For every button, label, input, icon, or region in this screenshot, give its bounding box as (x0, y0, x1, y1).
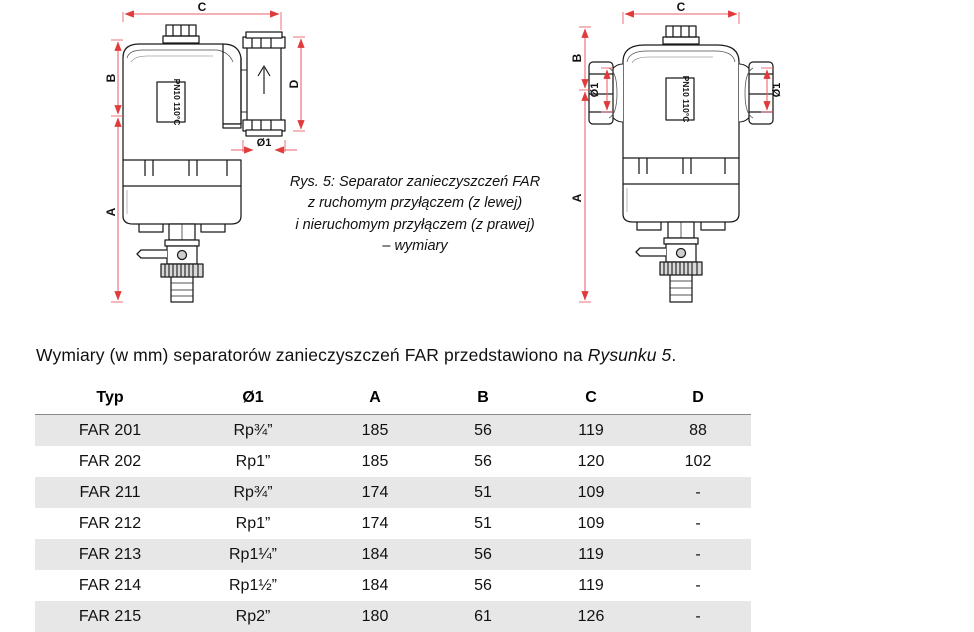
cell-value: 102 (645, 446, 751, 477)
cell-value: Rp1½” (185, 570, 321, 601)
cell-type: FAR 211 (35, 477, 185, 508)
cell-value: 56 (429, 415, 537, 447)
caption-line-1: Rys. 5: Separator zanieczyszczeń FAR (255, 172, 575, 193)
cell-value: Rp1” (185, 446, 321, 477)
cell-value: 185 (321, 446, 429, 477)
cell-value: 126 (537, 601, 645, 632)
cell-value: 120 (537, 446, 645, 477)
svg-text:Ø1: Ø1 (589, 83, 601, 98)
column-header-typ: Typ (35, 385, 185, 415)
cell-value: Rp¾” (185, 415, 321, 447)
intro-paragraph: Wymiary (w mm) separatorów zanieczyszcze… (36, 345, 676, 366)
cell-value: Rp¾” (185, 477, 321, 508)
cell-value: 119 (537, 539, 645, 570)
cell-type: FAR 201 (35, 415, 185, 447)
cell-value: Rp1¼” (185, 539, 321, 570)
cell-value: 56 (429, 446, 537, 477)
cell-type: FAR 202 (35, 446, 185, 477)
svg-text:D: D (287, 79, 301, 88)
cell-value: 180 (321, 601, 429, 632)
svg-text:A: A (105, 207, 118, 216)
cell-value: 109 (537, 508, 645, 539)
cell-value: - (645, 477, 751, 508)
svg-text:B: B (570, 53, 584, 62)
document-page: PN10 110°C (0, 0, 974, 577)
cell-value: 119 (537, 570, 645, 601)
figure-area: PN10 110°C (0, 0, 974, 320)
svg-text:PN10 110°C: PN10 110°C (681, 76, 691, 123)
cell-value: 109 (537, 477, 645, 508)
cell-value: 174 (321, 508, 429, 539)
svg-text:B: B (105, 73, 118, 82)
caption-line-4: – wymiary (255, 236, 575, 257)
cell-value: 56 (429, 570, 537, 601)
figure-caption: Rys. 5: Separator zanieczyszczeń FAR z r… (255, 172, 575, 258)
table-header: Typ Ø1 A B C D (35, 385, 751, 415)
cell-value: - (645, 601, 751, 632)
cell-type: FAR 212 (35, 508, 185, 539)
svg-text:C: C (198, 0, 207, 14)
intro-text-after: . (671, 345, 676, 365)
svg-text:PN10 110°C: PN10 110°C (172, 79, 182, 126)
cell-type: FAR 213 (35, 539, 185, 570)
cell-value: 184 (321, 570, 429, 601)
cell-value: 56 (429, 539, 537, 570)
column-header-b: B (429, 385, 537, 415)
cell-value: Rp2” (185, 601, 321, 632)
technical-drawing-left: PN10 110°C (105, 0, 350, 310)
cell-value: Rp1” (185, 508, 321, 539)
cell-value: 61 (429, 601, 537, 632)
cell-value: 51 (429, 477, 537, 508)
svg-text:C: C (677, 0, 686, 14)
cell-type: FAR 215 (35, 601, 185, 632)
cell-value: - (645, 539, 751, 570)
column-header-d1: Ø1 (185, 385, 321, 415)
svg-text:Ø1: Ø1 (771, 83, 783, 98)
intro-text-before: Wymiary (w mm) separatorów zanieczyszcze… (36, 345, 588, 365)
svg-text:Ø1: Ø1 (257, 137, 272, 149)
caption-line-3: i nieruchomym przyłączem (z prawej) (255, 215, 575, 236)
column-header-d: D (645, 385, 751, 415)
intro-text-italic: Rysunku 5 (588, 345, 672, 365)
cell-value: - (645, 570, 751, 601)
cell-value: 51 (429, 508, 537, 539)
cell-value: 174 (321, 477, 429, 508)
table-header-row: Typ Ø1 A B C D (35, 385, 751, 415)
technical-drawing-right: PN10 110°C (565, 0, 810, 310)
cell-value: - (645, 508, 751, 539)
caption-line-2: z ruchomym przyłączem (z lewej) (255, 193, 575, 214)
column-header-c: C (537, 385, 645, 415)
cell-value: 88 (645, 415, 751, 447)
cell-value: 119 (537, 415, 645, 447)
column-header-a: A (321, 385, 429, 415)
cell-type: FAR 214 (35, 570, 185, 601)
cell-value: 184 (321, 539, 429, 570)
cell-value: 185 (321, 415, 429, 447)
